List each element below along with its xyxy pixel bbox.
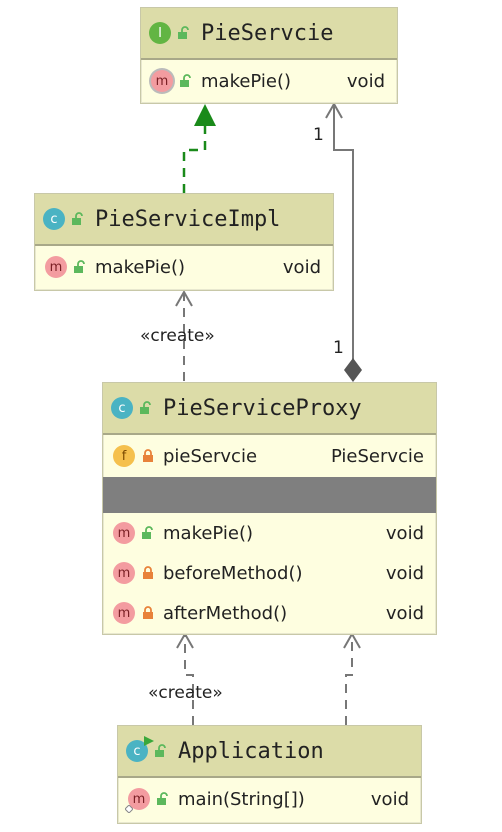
association-edge — [333, 104, 354, 360]
method-return-type: void — [346, 70, 385, 92]
private-lock-icon — [143, 566, 153, 579]
method-icon: m — [113, 602, 135, 624]
class-icon: c — [43, 208, 65, 230]
private-lock-icon — [143, 449, 153, 462]
field-icon: f — [113, 445, 135, 467]
method-row[interactable]: m main(String[]) void — [118, 778, 421, 820]
method-return-type: void — [370, 788, 409, 810]
public-lock-icon — [157, 792, 168, 805]
node-header: c Application — [118, 726, 421, 778]
method-name: makePie() — [163, 522, 253, 544]
static-marker-icon — [125, 805, 133, 813]
multiplicity-bottom: 1 — [333, 338, 344, 358]
public-lock-icon — [155, 744, 166, 757]
create-dependency-arrowhead-impl — [175, 289, 193, 307]
class-kind-letter: c — [133, 743, 141, 759]
method-name: main(String[]) — [178, 788, 305, 810]
field-name: pieServcie — [163, 445, 258, 467]
create-label-impl: «create» — [140, 326, 215, 346]
public-lock-icon — [142, 526, 153, 539]
public-lock-icon — [178, 26, 189, 39]
multiplicity-top: 1 — [313, 125, 324, 145]
public-lock-icon — [74, 260, 85, 273]
runnable-class-icon: c — [126, 736, 154, 762]
usage-dependency-edge — [345, 636, 353, 725]
association-arrowhead — [325, 101, 343, 119]
field-type: PieServcie — [330, 445, 424, 467]
method-row[interactable]: m beforeMethod() void — [103, 553, 436, 593]
method-icon: m — [113, 562, 135, 584]
public-lock-icon — [180, 74, 191, 87]
create-dependency-edge-proxy — [184, 636, 194, 725]
realization-arrowhead — [194, 104, 216, 126]
node-title: Application — [178, 738, 324, 764]
node-title: PieServiceImpl — [95, 206, 281, 232]
method-row[interactable]: m afterMethod() void — [103, 593, 436, 633]
method-icon: m — [113, 522, 135, 544]
create-label-proxy: «create» — [148, 683, 223, 703]
node-title: PieServiceProxy — [163, 395, 362, 421]
method-return-type: void — [282, 256, 321, 278]
public-lock-icon — [140, 401, 151, 414]
node-header: c PieServiceProxy — [103, 383, 436, 435]
public-lock-icon — [72, 212, 83, 225]
node-header: I PieServcie — [141, 8, 397, 60]
method-return-type: void — [385, 562, 424, 584]
interface-icon: I — [149, 22, 171, 44]
node-header: c PieServiceImpl — [35, 194, 333, 246]
method-row[interactable]: m makePie() void — [103, 513, 436, 553]
empty-compartment — [103, 477, 436, 513]
method-return-type: void — [385, 602, 424, 624]
class-icon: c — [111, 397, 133, 419]
method-return-type: void — [385, 522, 424, 544]
method-kind-letter: m — [132, 791, 146, 807]
method-name: beforeMethod() — [163, 562, 303, 584]
node-pie-service-impl[interactable]: c PieServiceImpl m makePie() void — [34, 193, 334, 291]
node-pie-service-proxy[interactable]: c PieServiceProxy f pieServcie PieServci… — [102, 382, 437, 635]
node-pie-servcie[interactable]: I PieServcie m makePie() void — [140, 7, 398, 104]
method-name: afterMethod() — [163, 602, 288, 624]
node-title: PieServcie — [201, 20, 334, 46]
realization-edge — [182, 126, 207, 193]
node-application[interactable]: c Application m main(String[]) void — [117, 725, 422, 824]
run-triangle-icon — [144, 736, 154, 746]
method-icon: m — [45, 256, 67, 278]
method-row[interactable]: m makePie() void — [35, 246, 333, 288]
method-name: makePie() — [201, 70, 291, 92]
abstract-method-icon: m — [151, 70, 173, 92]
method-name: makePie() — [95, 256, 185, 278]
field-row[interactable]: f pieServcie PieServcie — [103, 435, 436, 477]
method-row[interactable]: m makePie() void — [141, 60, 397, 102]
composition-diamond — [344, 358, 362, 382]
private-lock-icon — [143, 606, 153, 619]
static-method-icon: m — [125, 788, 150, 813]
